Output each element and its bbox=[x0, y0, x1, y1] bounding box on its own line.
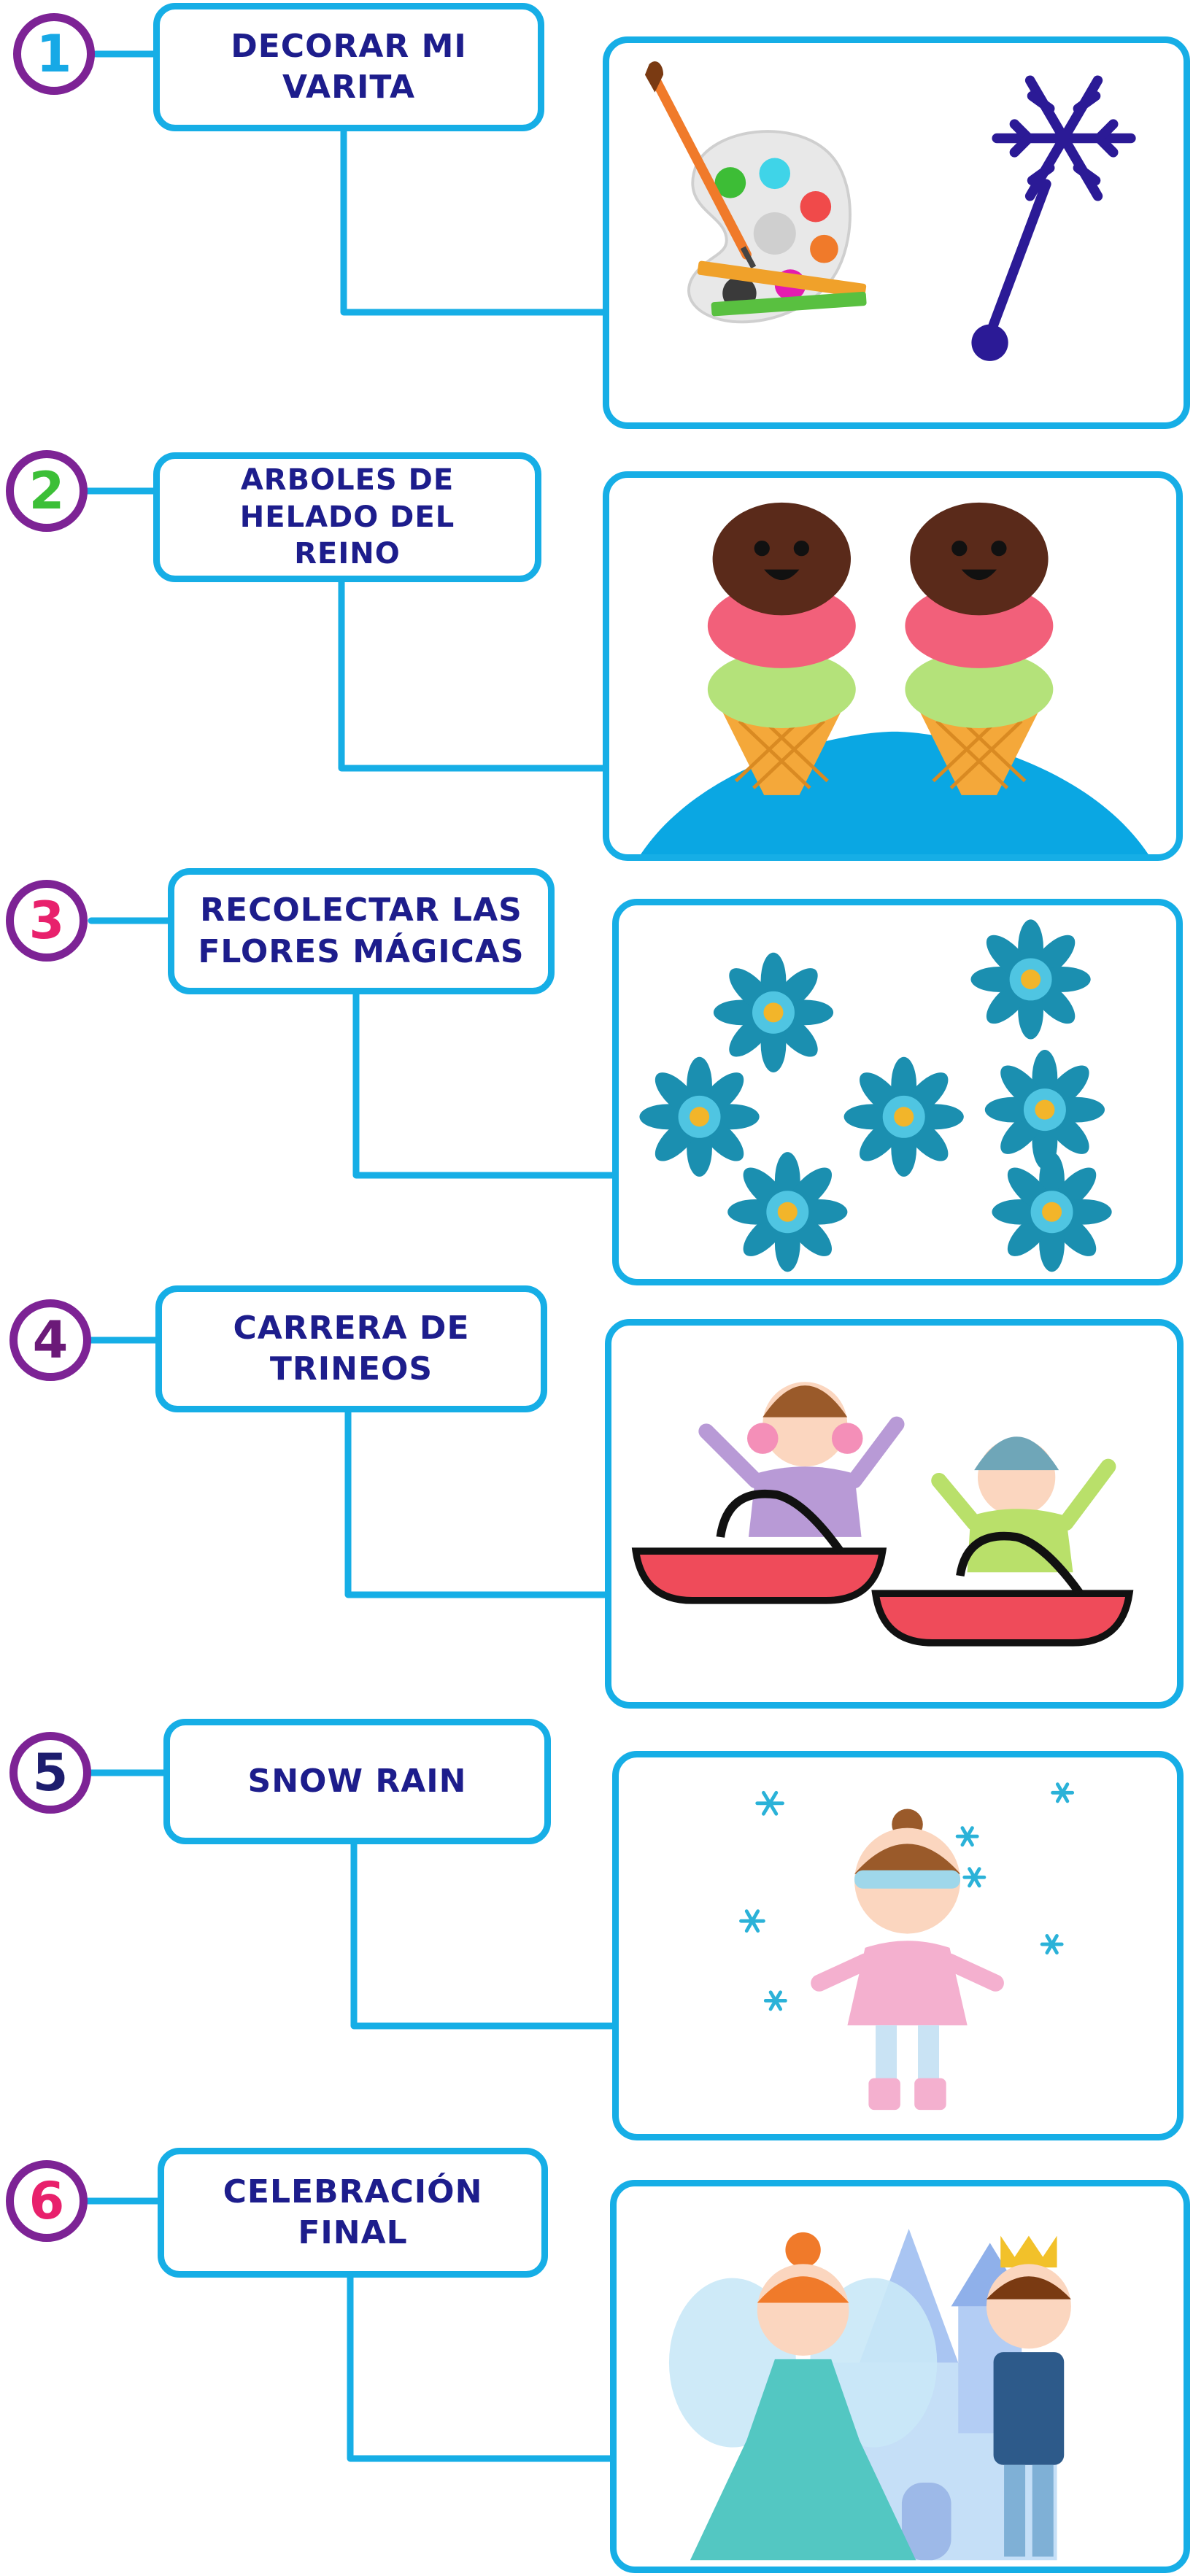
snowflake-icon bbox=[739, 1909, 765, 1933]
step-6-number: 6 bbox=[28, 2171, 65, 2231]
magic-flower-icon bbox=[992, 1152, 1112, 1272]
step-6-label: CELEBRACIÓN FINAL bbox=[158, 2148, 548, 2278]
step-6-title: CELEBRACIÓN FINAL bbox=[223, 2173, 483, 2251]
step-1-illustration bbox=[644, 61, 1136, 361]
step-6-badge: 6 bbox=[6, 2160, 88, 2242]
snowflake-icon bbox=[763, 1990, 787, 2011]
step-6-image bbox=[610, 2180, 1190, 2573]
step-4-image bbox=[605, 1319, 1184, 1709]
magic-flower-icon bbox=[639, 1056, 760, 1177]
prince-icon bbox=[986, 2235, 1071, 2557]
snow-girl-icon bbox=[811, 1809, 1004, 2111]
snowflake-icon bbox=[1040, 1934, 1064, 1955]
step-1-title: DECORAR MI VARITA bbox=[231, 27, 467, 106]
step-5-badge: 5 bbox=[9, 1732, 91, 1814]
step-5-image bbox=[612, 1751, 1184, 2140]
step-3-badge: 3 bbox=[6, 880, 88, 962]
paintbrush-icon bbox=[644, 61, 757, 269]
ice-cream-cone-icon bbox=[707, 502, 856, 795]
step-5-number: 5 bbox=[32, 1743, 69, 1803]
paint-palette-icon bbox=[687, 130, 852, 324]
step-5-title: SNOW RAIN bbox=[247, 1762, 467, 1800]
magic-flower-icon bbox=[970, 919, 1091, 1040]
step-1-image bbox=[603, 36, 1190, 429]
magic-flower-icon bbox=[727, 1152, 848, 1272]
magic-flower-icon bbox=[984, 1050, 1105, 1170]
step-4-title: CARRERA DE TRINEOS bbox=[233, 1309, 470, 1388]
magic-flower-icon bbox=[843, 1056, 964, 1177]
step-2-title: ARBOLES DE HELADO DEL REINO bbox=[239, 463, 455, 571]
step-4-badge: 4 bbox=[9, 1299, 91, 1381]
step-2-image bbox=[603, 471, 1183, 861]
step-1-label: DECORAR MI VARITA bbox=[153, 3, 544, 131]
step-2-illustration bbox=[641, 502, 1148, 854]
step-1-number: 1 bbox=[36, 24, 72, 84]
sled-girl-icon bbox=[631, 1382, 905, 1604]
fairy-princess-icon bbox=[668, 2232, 938, 2561]
step-3-title: RECOLECTAR LAS FLORES MÁGICAS bbox=[198, 891, 525, 970]
hill-icon bbox=[641, 731, 1148, 854]
step-4-number: 4 bbox=[32, 1310, 69, 1370]
step-2-label: ARBOLES DE HELADO DEL REINO bbox=[153, 452, 541, 582]
step-1-badge: 1 bbox=[13, 13, 95, 95]
ice-cream-cone-icon bbox=[905, 502, 1054, 795]
step-4-illustration bbox=[631, 1382, 1134, 1647]
snowflake-icon bbox=[1051, 1782, 1075, 1803]
step-5-illustration bbox=[739, 1782, 1075, 2111]
snowflake-icon bbox=[955, 1826, 979, 1847]
step-3-label: RECOLECTAR LAS FLORES MÁGICAS bbox=[168, 868, 555, 994]
snowflake-icon bbox=[755, 1790, 784, 1816]
step-3-number: 3 bbox=[28, 891, 65, 951]
step-5-label: SNOW RAIN bbox=[163, 1719, 551, 1844]
step-2-badge: 2 bbox=[6, 450, 88, 532]
step-4-label: CARRERA DE TRINEOS bbox=[155, 1285, 547, 1412]
snowflake-icon bbox=[962, 1867, 987, 1888]
crayon-icon bbox=[697, 260, 867, 317]
sled-boy-icon bbox=[871, 1436, 1134, 1647]
snowflake-wand-icon bbox=[971, 75, 1136, 361]
step-2-number: 2 bbox=[28, 461, 65, 521]
step-3-illustration bbox=[639, 919, 1112, 1272]
step-3-image bbox=[612, 899, 1183, 1285]
magic-flower-icon bbox=[713, 952, 834, 1072]
step-6-illustration bbox=[668, 2228, 1071, 2561]
